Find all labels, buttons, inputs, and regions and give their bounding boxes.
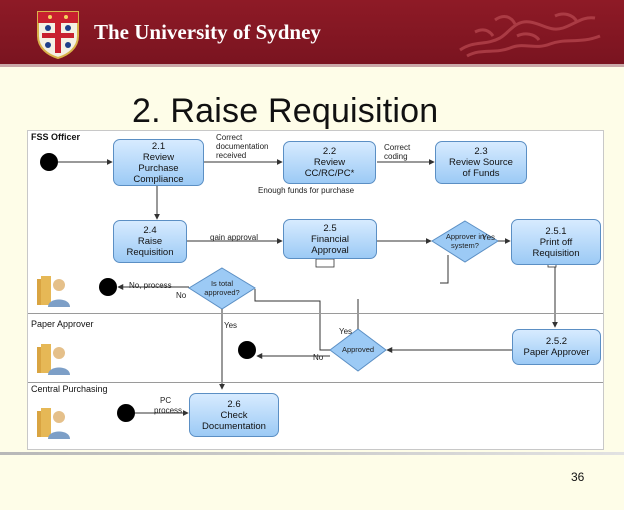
gateway-approved <box>329 328 387 372</box>
banner-divider <box>0 64 624 67</box>
gateway-label-approved: Approved <box>341 345 375 354</box>
lane-label-central-purchasing: Central Purchasing <box>31 384 108 394</box>
user-group-icon <box>37 408 70 439</box>
task-2-3-review-source-of-funds[interactable]: 2.3 Review Source of Funds <box>435 141 527 184</box>
edge-label-correct-coding: Correct coding <box>384 143 411 161</box>
lane-label-paper-approver: Paper Approver <box>31 319 94 329</box>
edge-label-no: No <box>313 353 324 362</box>
task-2-1-review-purchase-compliance[interactable]: 2.1 Review Purchase Compliance <box>113 139 204 186</box>
gateway-label-is-total-approved: Is total approved? <box>204 279 240 297</box>
end-event-approval-no <box>238 341 256 359</box>
lane-divider <box>28 382 603 383</box>
university-banner <box>0 0 624 64</box>
edge-label-yes: Yes <box>339 327 353 336</box>
end-event-no-process <box>99 278 117 296</box>
end-event-pc-process <box>117 404 135 422</box>
edge-label-enough-funds: Enough funds for purchase <box>258 186 355 195</box>
diagram-connectors <box>40 153 558 422</box>
edge-label-pc-process: PC process <box>154 396 183 415</box>
task-2-2-review-cc-rc-pc[interactable]: 2.2 Review CC/RC/PC* <box>283 141 376 184</box>
edge-label-no: No <box>176 291 187 300</box>
edge-label-gain-approval: gain approval <box>210 233 259 242</box>
edge-label-correct-documentation: Correct documentation received <box>216 133 269 160</box>
university-name: The University of Sydney <box>94 20 321 44</box>
task-2-5-2-paper-approver[interactable]: 2.5.2 Paper Approver <box>512 329 601 365</box>
user-group-icon <box>37 276 70 307</box>
university-crest-icon <box>37 11 79 60</box>
lane-label-fss-officer: FSS Officer <box>31 132 81 142</box>
gateway-label-approver-in-system: Approver in system? <box>445 232 485 250</box>
user-group-icon <box>37 344 70 375</box>
subprocess-marker <box>315 258 335 268</box>
gateway-approver-in-system <box>431 220 499 263</box>
task-2-4-raise-requisition[interactable]: 2.4 Raise Requisition <box>113 220 187 263</box>
task-2-6-check-documentation[interactable]: 2.6 Check Documentation <box>189 393 279 437</box>
task-2-5-financial-approval[interactable]: 2.5 Financial Approval <box>283 219 377 259</box>
lion-emblem-icon <box>459 12 601 58</box>
edge-label-yes: Yes <box>482 233 496 242</box>
start-event <box>40 153 58 171</box>
lane-divider <box>28 313 603 314</box>
edge-label-yes: Yes <box>224 321 238 330</box>
slide-title: 2. Raise Requisition <box>132 92 439 130</box>
footer-divider <box>0 452 624 455</box>
task-2-5-1-print-off-requisition[interactable]: 2.5.1 Print off Requisition <box>511 219 601 265</box>
page-number: 36 <box>571 470 585 484</box>
edge-label-no-process: No, process <box>129 281 172 290</box>
process-diagram: FSS Officer Paper Approver Central Purch… <box>27 130 604 450</box>
